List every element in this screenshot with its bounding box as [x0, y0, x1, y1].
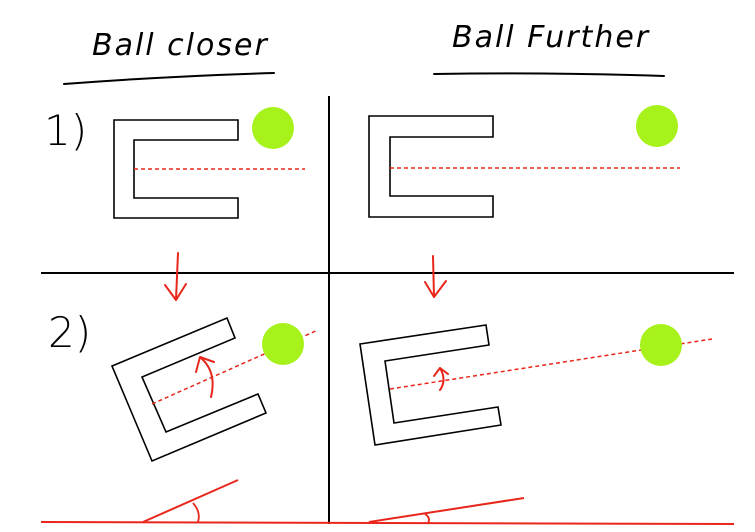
angle-arc-large [192, 502, 200, 523]
down-arrow-icon [164, 252, 187, 301]
angle-arc-small [424, 513, 430, 524]
baseline [40, 521, 735, 525]
dashed-axis-line [151, 329, 319, 405]
angle-comparison [40, 479, 735, 525]
panel-bottom-left [110, 316, 319, 463]
dashed-axis-line [389, 338, 713, 390]
green-ball-icon [252, 107, 294, 149]
green-ball-icon [636, 105, 678, 147]
step-label-2: 2) [48, 308, 92, 357]
heading-ball-further: Ball Further [452, 20, 651, 55]
heading-underline-right [433, 72, 665, 77]
heading-underline-left [63, 72, 275, 85]
heading-ball-closer: Ball closer [92, 28, 269, 63]
green-ball-icon [262, 323, 304, 365]
angle-ray-large [142, 479, 239, 523]
panel-top-left [113, 107, 305, 219]
down-arrow-icon [424, 255, 447, 298]
angle-ray-small [368, 497, 525, 523]
step-label-1: 1) [44, 106, 88, 155]
curved-arrow-icon [195, 356, 215, 398]
gripper-shape [110, 316, 268, 463]
green-ball-icon [640, 324, 682, 366]
gripper-shape [359, 324, 502, 446]
panel-top-right [368, 105, 680, 218]
panel-bottom-right [359, 324, 713, 446]
gripper-shape [368, 115, 494, 218]
curved-arrow-icon [433, 367, 449, 391]
gripper-shape [113, 119, 239, 219]
